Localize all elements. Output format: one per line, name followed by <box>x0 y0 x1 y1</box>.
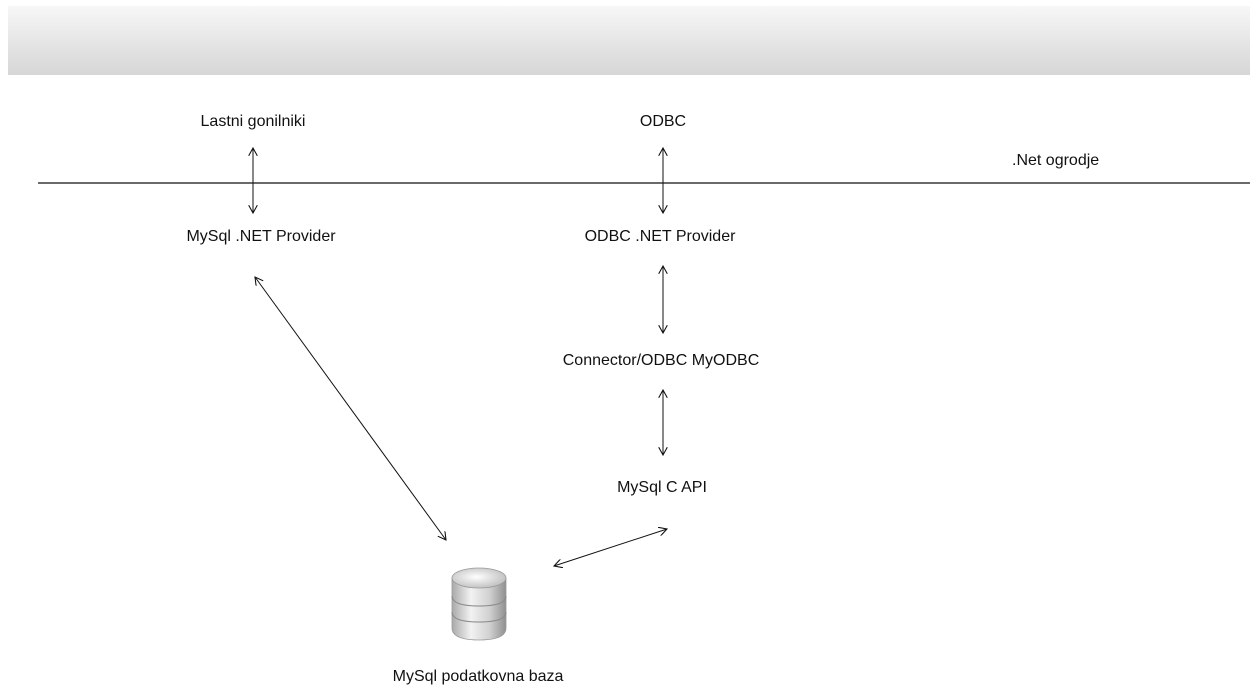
label-own-drivers: Lastni gonilniki <box>200 113 306 130</box>
label-odbc-net-provider: ODBC .NET Provider <box>584 228 736 245</box>
label-net-framework: .Net ogrodje <box>1012 152 1100 169</box>
arrow-mysql-provider-database <box>255 277 446 540</box>
label-mysql-net-provider: MySql .NET Provider <box>186 228 336 245</box>
database-icon <box>451 567 507 641</box>
arrow-c-api-database <box>554 529 667 566</box>
header-band <box>8 6 1250 75</box>
label-odbc: ODBC <box>639 113 687 130</box>
label-mysql-c-api: MySql C API <box>617 479 707 496</box>
label-connector-odbc: Connector/ODBC MyODBC <box>562 352 760 369</box>
label-database: MySql podatkovna baza <box>392 668 564 685</box>
